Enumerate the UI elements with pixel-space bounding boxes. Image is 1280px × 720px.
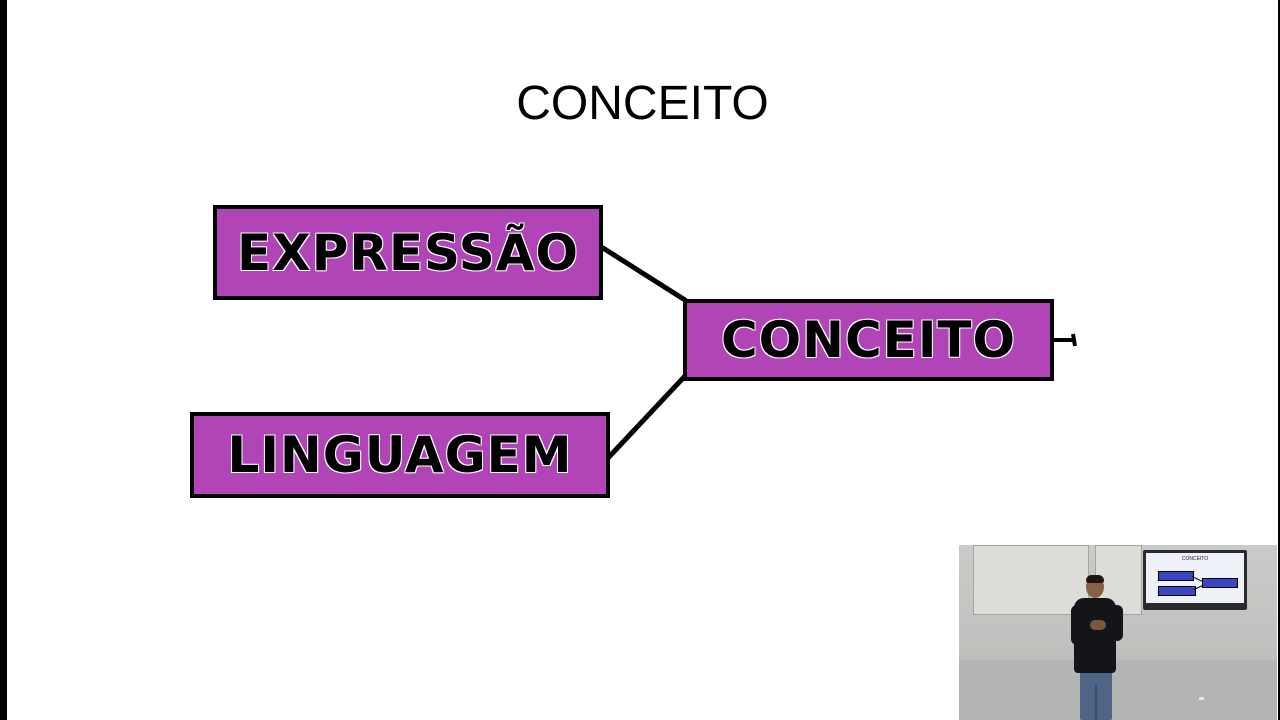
presenter-hair (1086, 575, 1104, 583)
video-floor-marker (1199, 697, 1204, 700)
presentation-slide: CONCEITO EXPRESSÃO CONCEITO LINGUAGEM CO… (7, 0, 1278, 720)
presenter-video-inset: CONCEITO (959, 545, 1277, 720)
node-linguagem: LINGUAGEM (190, 412, 610, 498)
connector-conceito-stub-tip (1071, 333, 1077, 347)
connector-expressao-conceito (600, 245, 688, 303)
video-tv-mini-node (1158, 571, 1194, 581)
presenter-legs-gap (1095, 685, 1097, 720)
right-letterbox-bar (1278, 0, 1280, 720)
diagram-connectors (600, 245, 1077, 461)
node-expressao: EXPRESSÃO (213, 205, 603, 300)
presenter-hands (1090, 620, 1106, 630)
slide-title: CONCEITO (516, 77, 769, 130)
node-linguagem-label: LINGUAGEM (227, 426, 573, 484)
connector-linguagem-conceito (605, 373, 688, 461)
video-floor (959, 660, 1277, 720)
video-wall-panel (973, 545, 1089, 615)
video-tv-screen: CONCEITO (1143, 550, 1247, 610)
node-conceito-label: CONCEITO (720, 311, 1017, 369)
left-letterbox-bar (0, 0, 7, 720)
video-tv-mini-node (1202, 578, 1238, 588)
video-tv-screen-title: CONCEITO (1181, 556, 1209, 562)
node-expressao-label: EXPRESSÃO (237, 223, 579, 282)
node-conceito: CONCEITO (683, 299, 1054, 381)
presenter-torso (1074, 598, 1116, 673)
video-tv-mini-node (1158, 586, 1196, 596)
video-tv-screen-content: CONCEITO (1146, 553, 1244, 603)
